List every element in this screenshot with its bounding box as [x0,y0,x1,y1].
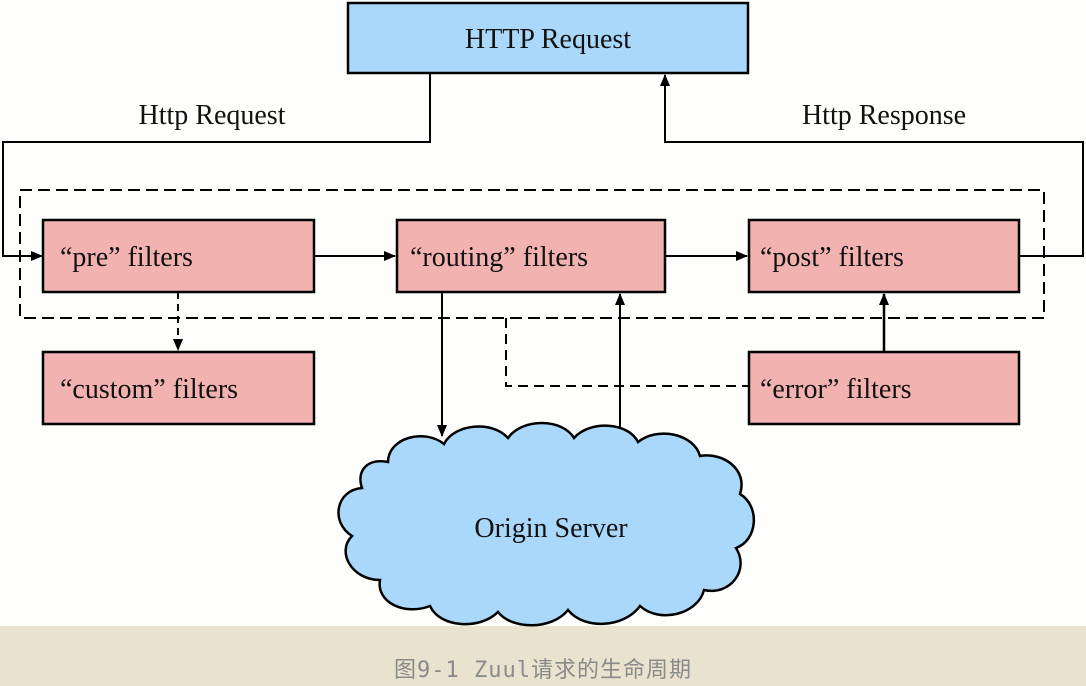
custom-filters-node: “custom” filters [41,350,316,426]
origin-server-label: Origin Server [474,513,628,544]
response-flow-arrow [660,74,1084,257]
caption-band [0,626,1086,686]
pre-filters-node: “pre” filters [41,218,316,294]
routing-filters-label: “routing” filters [410,242,588,273]
http-request-node: HTTP Request [346,1,750,75]
figure-caption: 图9-1 Zuul请求的生命周期 [394,658,692,683]
post-filters-node: “post” filters [747,218,1021,294]
custom-filters-label: “custom” filters [60,374,238,405]
post-filters-label: “post” filters [760,242,904,273]
http-request-edge-label: Http Request [139,100,286,131]
http-response-edge-label: Http Response [802,100,966,131]
filters-to-error-connector [505,318,749,387]
http-request-label: HTTP Request [465,24,631,55]
error-filters-node: “error” filters [747,350,1021,426]
origin-server-cloud: Origin Server [337,421,756,627]
routing-filters-node: “routing” filters [395,218,667,294]
pre-filters-label: “pre” filters [60,242,193,273]
request-flow-arrow [2,73,431,261]
filter-container [19,189,1045,319]
error-filters-label: “error” filters [760,374,912,405]
